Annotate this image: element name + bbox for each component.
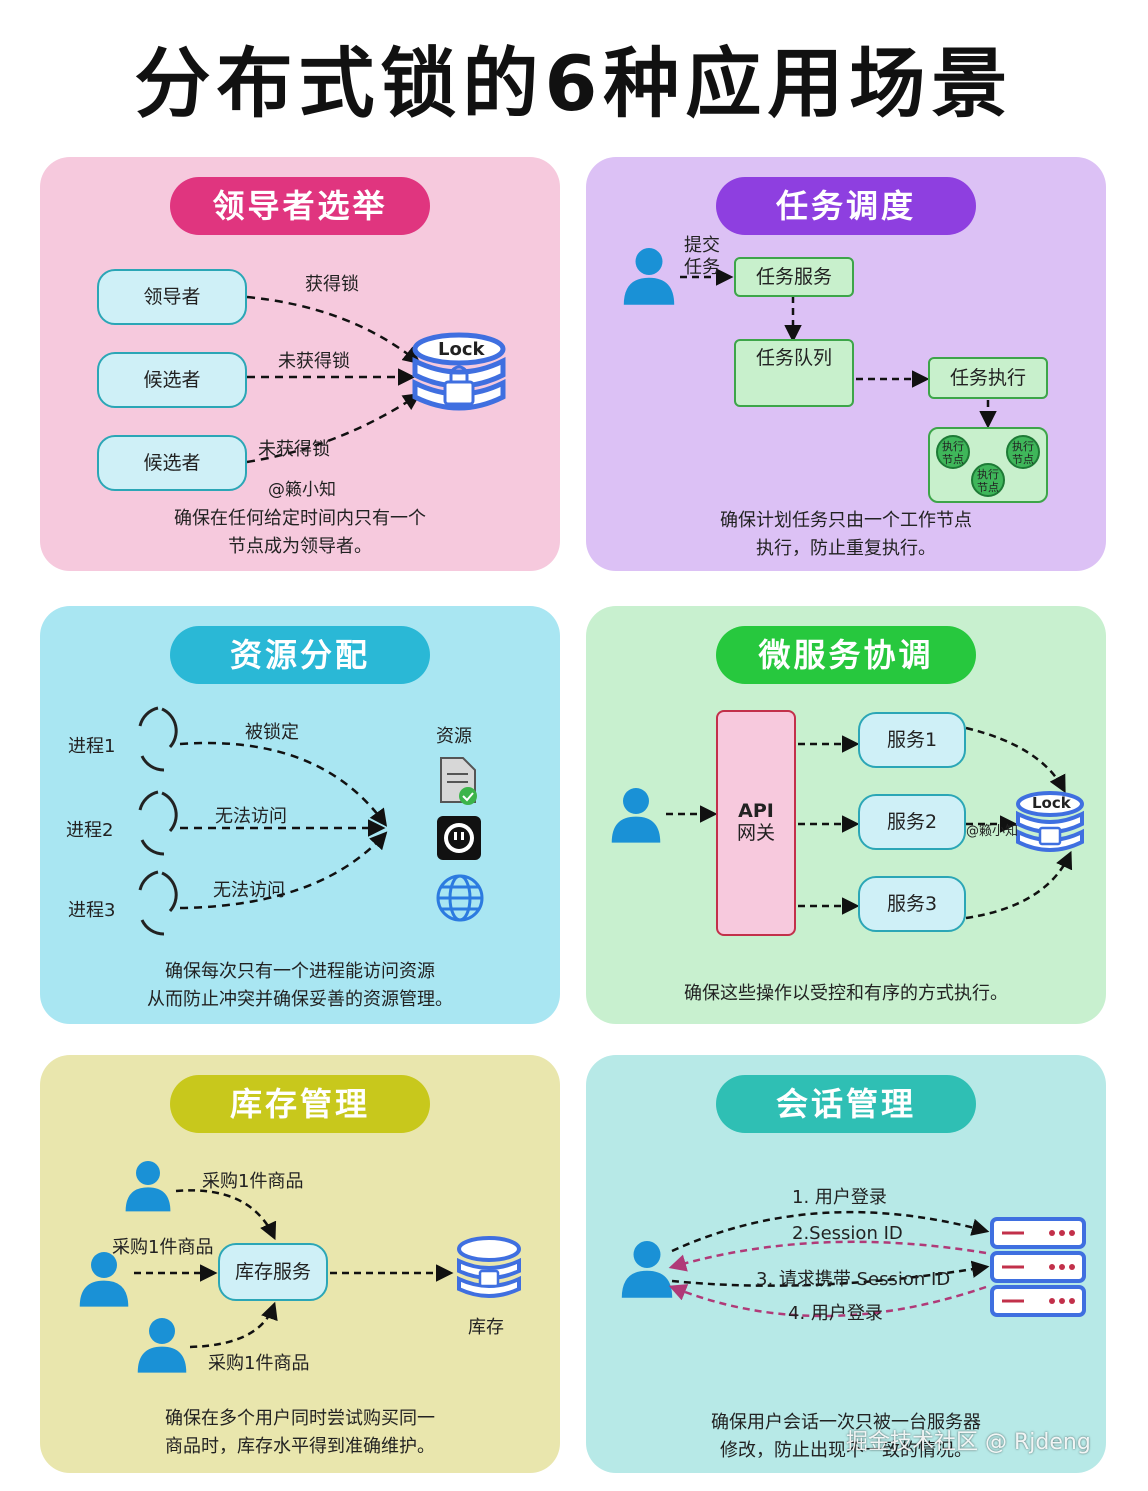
lock-database-icon	[412, 332, 506, 411]
session-arrows	[621, 1210, 1086, 1318]
exec-node-1: 执行节点	[936, 435, 970, 469]
task-desc: 确保计划任务只由一个工作节点执行，防止重复执行。	[720, 510, 972, 559]
lock-database-icon	[1016, 791, 1084, 852]
task-heading: 任务调度	[716, 177, 976, 235]
process-2: 进程2	[66, 820, 114, 841]
sync-icon-3	[138, 870, 178, 936]
user-icon	[137, 1318, 187, 1373]
inventory-database-icon	[457, 1236, 521, 1298]
leader-election-panel: 领导者选举 Lock 领导者 候选者 候选者 获得锁 未获得锁 未获得锁 @籁小…	[40, 157, 560, 571]
lock-label: Lock	[1032, 794, 1071, 812]
inventory-desc: 确保在多个用户同时尝试购买同一商品时，库存水平得到准确维护。	[165, 1408, 435, 1457]
session-step-4: 4. 用户登录	[788, 1303, 883, 1324]
edge-label-acquired: 获得锁	[305, 274, 359, 295]
exec-node-3: 执行节点	[971, 463, 1005, 497]
exec-nodes-box: 执行节点 执行节点 执行节点	[928, 427, 1048, 503]
inventory-arrows	[79, 1161, 521, 1373]
signature: @籁小知	[268, 480, 336, 500]
inventory-heading: 库存管理	[170, 1075, 430, 1133]
resource-label: 资源	[436, 726, 472, 747]
user-icon	[621, 1241, 673, 1298]
resource-desc: 确保每次只有一个进程能访问资源从而防止冲突并确保妥善的资源管理。	[147, 961, 453, 1010]
task-exec-box: 任务执行	[928, 357, 1048, 399]
task-scheduling-panel: 任务调度 提交任务 任务服务 任务队列 任务执行 执行节点 执行节点 执行节点 …	[586, 157, 1106, 571]
buy-label-3: 采购1件商品	[208, 1353, 310, 1374]
user-icon	[79, 1252, 129, 1307]
signature: @籁小知	[966, 824, 1019, 839]
sync-icon-2	[138, 790, 178, 856]
globe-icon	[436, 874, 484, 922]
inventory-label: 库存	[468, 1317, 504, 1338]
edge-label-no-access-2: 无法访问	[213, 880, 285, 901]
service-3: 服务3	[858, 876, 966, 932]
micro-desc: 确保这些操作以受控和有序的方式执行。	[684, 983, 1008, 1004]
inventory-service-box: 库存服务	[218, 1243, 328, 1301]
session-panel: 会话管理 1. 用户登录 2.Session ID 3. 请求携带 Sessio…	[586, 1055, 1106, 1473]
server-stack-icon	[990, 1217, 1086, 1317]
user-icon	[125, 1161, 171, 1212]
service-2: 服务2	[858, 794, 966, 850]
document-icon	[440, 757, 477, 805]
exec-node-2: 执行节点	[1006, 435, 1040, 469]
leader-node: 领导者	[97, 269, 247, 325]
buy-label-1: 采购1件商品	[202, 1171, 304, 1192]
service-1: 服务1	[858, 712, 966, 768]
user-icon	[623, 248, 675, 305]
edge-label-locked: 被锁定	[245, 722, 299, 743]
page-title: 分布式锁的6种应用场景	[134, 39, 1014, 128]
process-3: 进程3	[68, 900, 116, 921]
leader-arrows	[246, 295, 506, 464]
session-step-2: 2.Session ID	[792, 1223, 903, 1244]
task-service-box: 任务服务	[734, 257, 854, 297]
edge-label-not-acquired-2: 未获得锁	[258, 439, 330, 460]
leader-heading: 领导者选举	[170, 177, 430, 235]
micro-arrows	[611, 726, 1084, 920]
watermark: 掘金技术社区 @ Rjdeng	[846, 1430, 1091, 1455]
edge-label-no-access-1: 无法访问	[215, 806, 287, 827]
candidate-node-2: 候选者	[97, 435, 247, 491]
candidate-node-1: 候选者	[97, 352, 247, 408]
session-step-3: 3. 请求携带 Session ID	[756, 1269, 951, 1290]
inventory-panel: 库存管理 采购1件商品 采购1件商品 采购1件商品 库存服务 库存 确保在多个用…	[40, 1055, 560, 1473]
leader-desc: 确保在任何给定时间内只有一个节点成为领导者。	[174, 508, 426, 557]
edge-label-not-acquired-1: 未获得锁	[278, 351, 350, 372]
process-1: 进程1	[68, 736, 116, 757]
task-queue-box: 任务队列	[734, 339, 854, 407]
resource-allocation-panel: 资源分配	[40, 606, 560, 1024]
user-icon	[611, 788, 661, 843]
lock-label: Lock	[438, 339, 485, 360]
micro-heading: 微服务协调	[716, 626, 976, 684]
session-step-1: 1. 用户登录	[792, 1187, 887, 1208]
sync-icon-1	[138, 706, 178, 772]
buy-label-2: 采购1件商品	[112, 1237, 214, 1258]
power-socket-icon	[437, 816, 481, 860]
resource-heading: 资源分配	[170, 626, 430, 684]
session-desc: 确保用户会话一次只被一台服务器修改，防止出现不一致的情况。	[711, 1412, 981, 1461]
session-heading: 会话管理	[716, 1075, 976, 1133]
submit-label: 提交任务	[684, 235, 720, 278]
